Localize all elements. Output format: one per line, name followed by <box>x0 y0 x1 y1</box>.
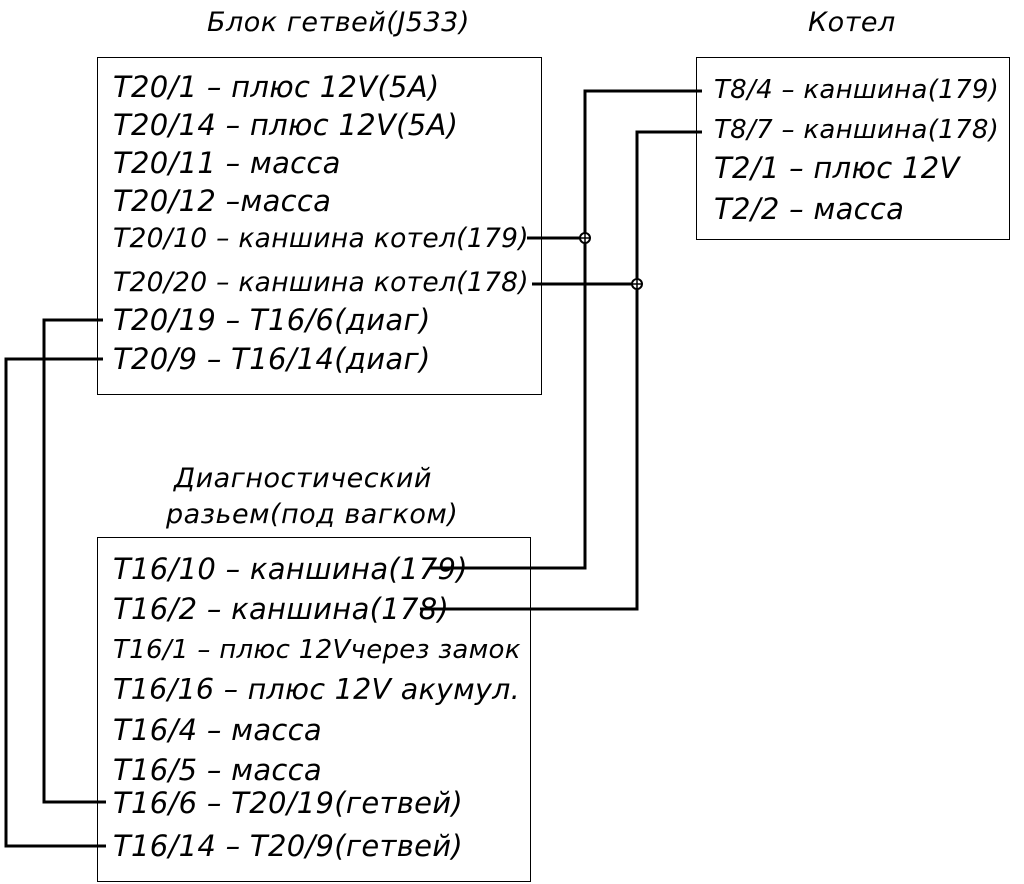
diag-pin-t16-16: T16/16 – плюс 12V акумул. <box>113 673 520 706</box>
gateway-pin-t20-10: T20/10 – каншина котел(179) <box>113 223 529 254</box>
gateway-pin-t20-19: T20/19 – T16/6(диаг) <box>113 303 431 337</box>
diag-pin-t16-6: T16/6 – T20/19(гетвей) <box>113 786 464 820</box>
diag-pin-t16-10: T16/10 – каншина(179) <box>113 552 468 586</box>
diag-title-line1: Диагностический <box>174 463 432 494</box>
diag-pin-t16-14: T16/14 – T20/9(гетвей) <box>113 829 464 863</box>
gateway-pin-t20-20: T20/20 – каншина котел(178) <box>113 267 529 298</box>
gateway-pin-t20-12: T20/12 –масса <box>113 184 332 218</box>
diag-pin-t16-2: T16/2 – каншина(178) <box>113 592 450 626</box>
wire-can-178-diag <box>420 284 639 611</box>
gateway-pin-t20-1: T20/1 – плюс 12V(5A) <box>113 70 440 104</box>
wire-can-179-diag <box>430 238 587 570</box>
diag-pin-t16-1: T16/1 – плюс 12Vчерез замок <box>113 635 521 665</box>
boiler-pin-t8-7: T8/7 – каншина(178) <box>714 115 1000 145</box>
diag-pin-t16-4: T16/4 – масса <box>113 713 322 747</box>
boiler-pin-t2-1: T2/1 – плюс 12V <box>714 151 960 185</box>
wire-can-178-boiler <box>635 130 702 284</box>
gateway-title: Блок гетвей(J533) <box>207 7 470 38</box>
boiler-title: Котел <box>808 7 896 38</box>
boiler-pin-t2-2: T2/2 – масса <box>714 192 905 226</box>
gateway-pin-t20-11: T20/11 – масса <box>113 146 341 180</box>
diag-box <box>97 537 531 882</box>
gateway-box <box>97 57 542 395</box>
diag-pin-t16-5: T16/5 – масса <box>113 753 322 787</box>
wire-t20-9-to-t16-14 <box>4 357 106 848</box>
gateway-pin-t20-9: T20/9 – T16/14(диаг) <box>113 342 431 376</box>
diag-title-line2: разьем(под вагком) <box>166 499 459 530</box>
gateway-pin-t20-14: T20/14 – плюс 12V(5A) <box>113 108 459 142</box>
boiler-pin-t8-4: T8/4 – каншина(179) <box>714 75 1000 105</box>
wire-t20-19-to-t16-6 <box>42 318 106 804</box>
boiler-box <box>696 57 1010 240</box>
wire-can-179-boiler <box>583 89 702 238</box>
